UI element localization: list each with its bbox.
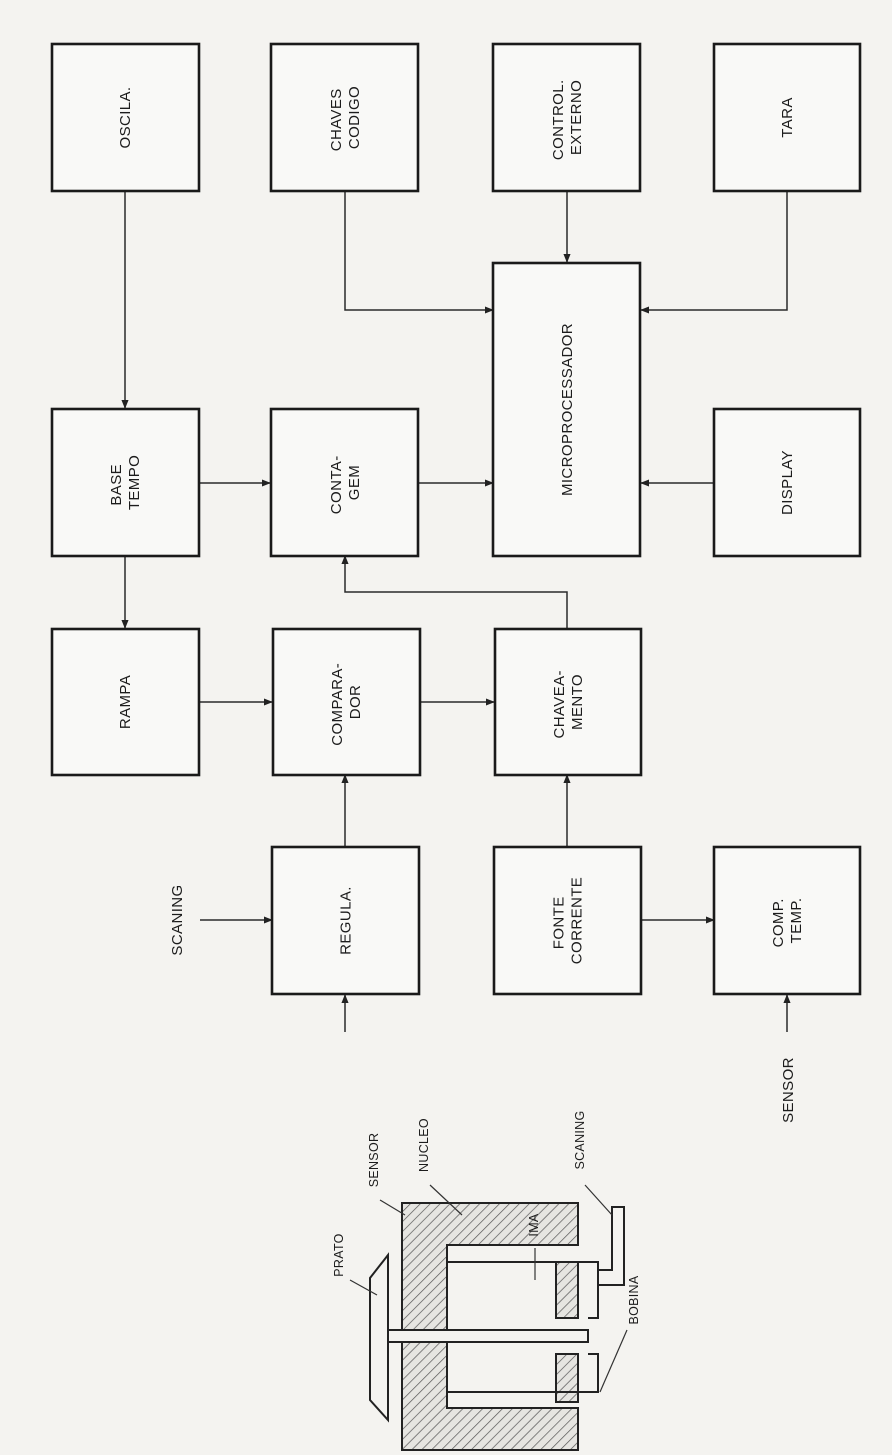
block-fonte-corrente-label: FONTE CORRENTE bbox=[551, 877, 586, 964]
block-regula-label: REGULA. bbox=[338, 886, 355, 955]
leader-sensor bbox=[379, 1199, 406, 1216]
sensor-label-prato: PRATO bbox=[332, 1233, 346, 1276]
wire-chaves-micro bbox=[344, 191, 494, 314]
block-oscila: OSCILA. bbox=[50, 42, 201, 193]
sensor-label-ima: IMA bbox=[527, 1213, 541, 1236]
nucleo-shape-lower bbox=[401, 1341, 579, 1451]
block-base-tempo: BASE TEMPO bbox=[50, 407, 201, 558]
block-base-tempo-label: BASE TEMPO bbox=[108, 455, 143, 510]
block-contagem: CONTA- GEM bbox=[269, 407, 420, 558]
sensor-label-sensor: SENSOR bbox=[367, 1133, 381, 1188]
sensor-label-bobina: BOBINA bbox=[627, 1275, 641, 1324]
input-label-sensor: SENSOR bbox=[780, 1057, 797, 1123]
block-chaveamento: CHAVEA- MENTO bbox=[493, 627, 643, 777]
leader-nucleo bbox=[429, 1184, 463, 1216]
sensor-cross-section bbox=[349, 1184, 628, 1451]
leader-scaning bbox=[584, 1184, 613, 1216]
block-comparador: COMPARA- DOR bbox=[271, 627, 422, 777]
block-chaveamento-label: CHAVEA- MENTO bbox=[551, 666, 586, 739]
block-tara: TARA bbox=[712, 42, 862, 193]
block-microprocessador: MICROPROCESSADOR bbox=[491, 261, 642, 558]
shaft-shape bbox=[387, 1329, 589, 1343]
bobina-frame bbox=[447, 1261, 599, 1319]
sensor-label-nucleo: NUCLEO bbox=[417, 1118, 431, 1172]
block-control-externo-label: CONTROL. EXTERNO bbox=[550, 75, 585, 160]
wire-tara-micro bbox=[640, 191, 788, 314]
block-oscila-label: OSCILA. bbox=[117, 87, 134, 149]
block-contagem-label: CONTA- GEM bbox=[328, 451, 363, 514]
block-regula: REGULA. bbox=[270, 845, 421, 996]
block-display-label: DISPLAY bbox=[779, 450, 796, 515]
connections bbox=[121, 191, 791, 1032]
ima-block-upper bbox=[555, 1261, 579, 1319]
block-comp-temp: COMP. TEMP. bbox=[712, 845, 862, 996]
ima-block-lower bbox=[555, 1353, 579, 1403]
block-control-externo: CONTROL. EXTERNO bbox=[491, 42, 642, 193]
block-comp-temp-label: COMP. TEMP. bbox=[770, 894, 805, 948]
block-chaves-codigo-label: CHAVES CODIGO bbox=[328, 84, 363, 152]
nucleo-shape bbox=[401, 1202, 579, 1331]
sensor-label-scaning: SCANING bbox=[573, 1110, 587, 1169]
wire-chaveamento-contagem bbox=[341, 555, 568, 628]
block-rampa-label: RAMPA bbox=[117, 675, 134, 729]
bobina-frame-lower bbox=[447, 1353, 599, 1393]
leader-prato bbox=[349, 1279, 378, 1296]
block-rampa: RAMPA bbox=[50, 627, 201, 777]
block-comparador-label: COMPARA- DOR bbox=[329, 658, 364, 746]
block-display: DISPLAY bbox=[712, 407, 862, 558]
block-chaves-codigo: CHAVES CODIGO bbox=[269, 42, 420, 193]
scaning-vane bbox=[598, 1206, 625, 1286]
input-label-scaning: SCANING bbox=[169, 884, 186, 955]
block-microprocessador-label: MICROPROCESSADOR bbox=[559, 323, 576, 496]
leader-bobina bbox=[599, 1329, 628, 1393]
block-fonte-corrente: FONTE CORRENTE bbox=[492, 845, 643, 996]
prato-shape bbox=[369, 1252, 389, 1423]
block-tara-label: TARA bbox=[779, 97, 796, 138]
